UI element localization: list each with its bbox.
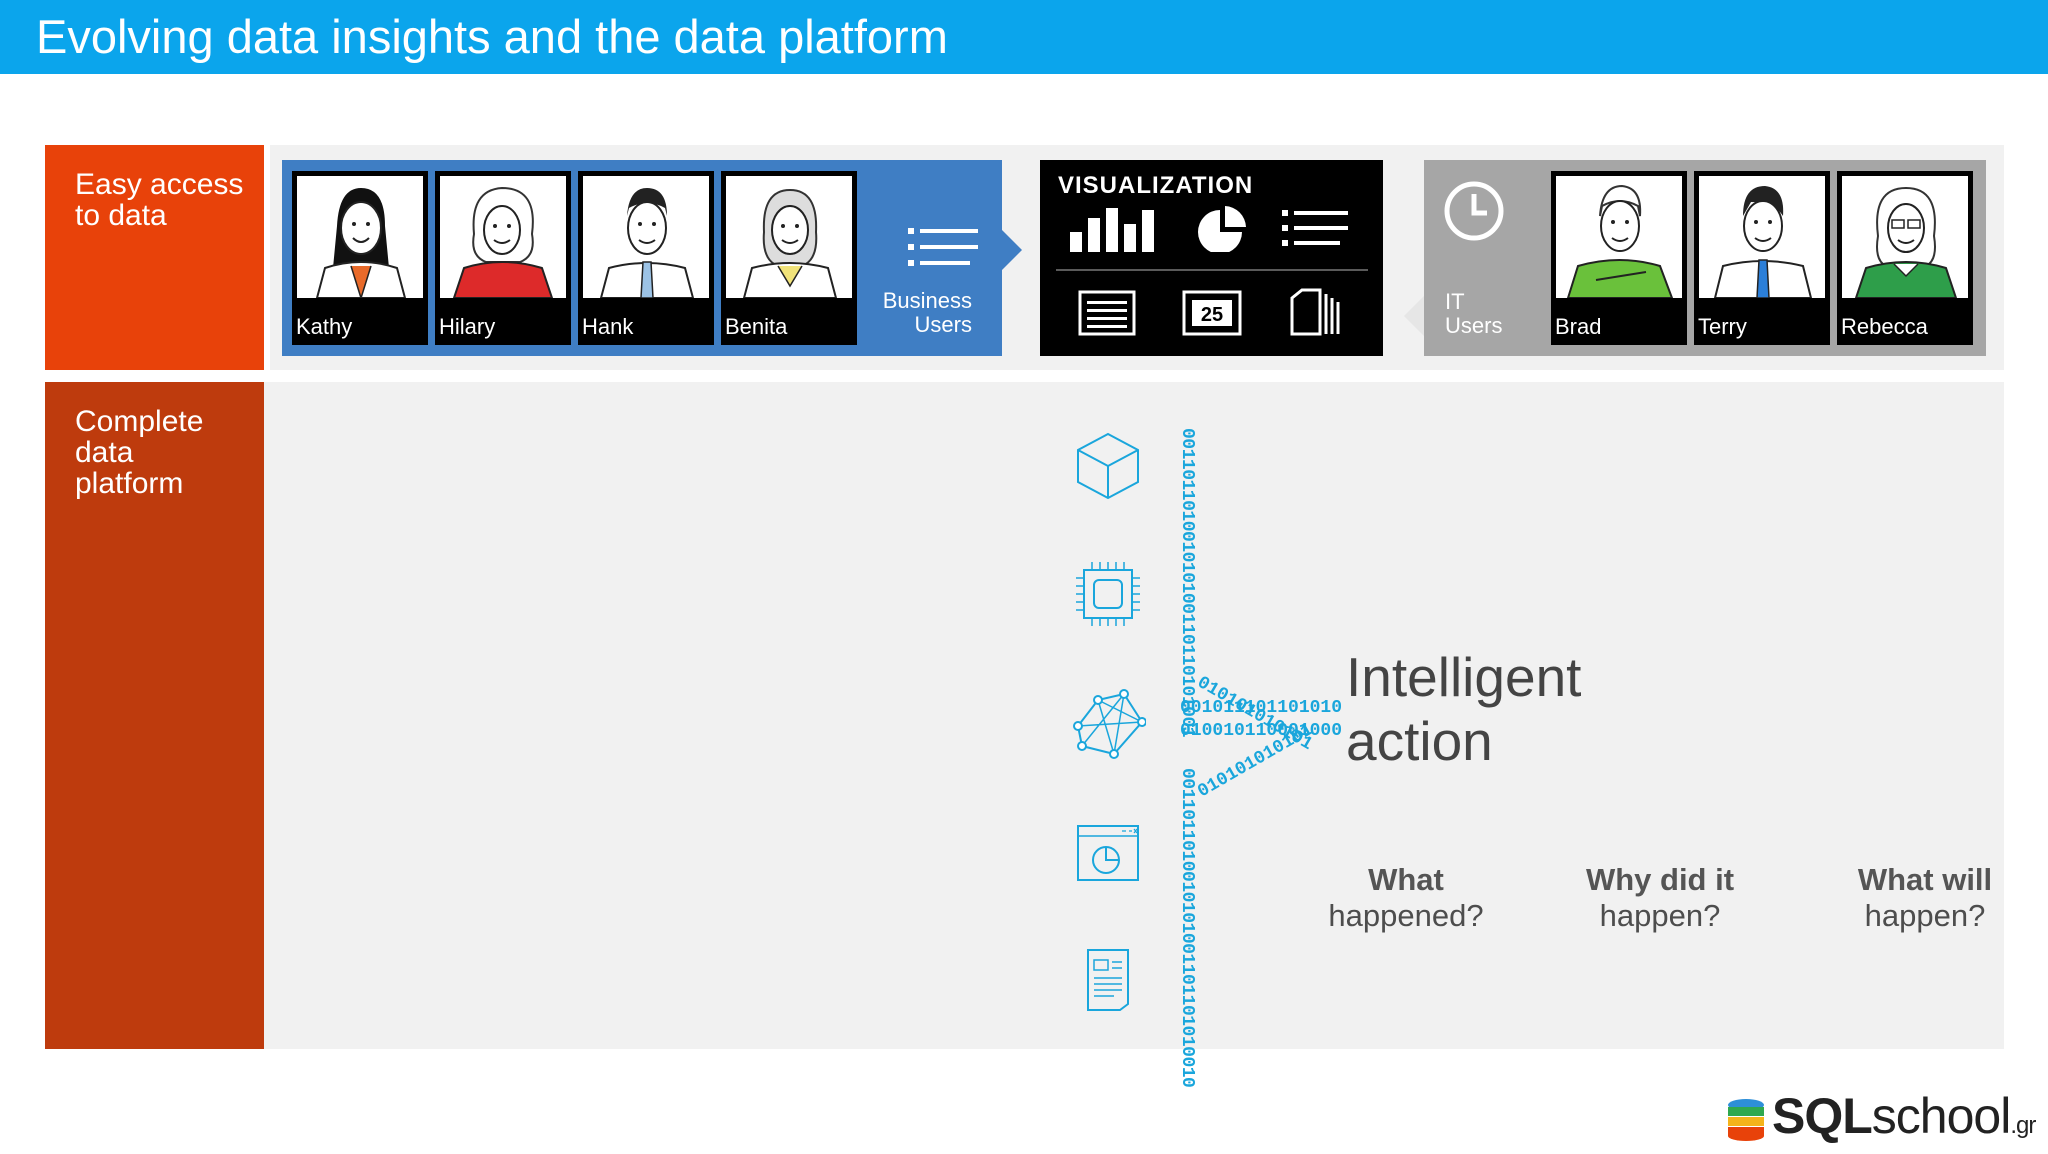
- business-users-label-line2: Users: [914, 312, 972, 337]
- rebecca-portrait: [1842, 176, 1968, 298]
- intelligent-action-heading: Intelligent action: [1346, 645, 1581, 773]
- business-users-panel: Kathy Hilary Hank: [282, 160, 1002, 356]
- chip-icon: [1076, 562, 1140, 626]
- person-name: Hilary: [439, 314, 496, 339]
- person-card-benita: Benita: [721, 171, 857, 345]
- business-users-label-line1: Business: [882, 288, 972, 313]
- logo-bold: SQL: [1772, 1088, 1873, 1144]
- intelligent-action-line1: Intelligent: [1346, 646, 1582, 708]
- person-card-rebecca: Rebecca: [1837, 171, 1973, 345]
- question-line1: Why did it: [1585, 862, 1735, 897]
- person-card-hank: Hank: [578, 171, 714, 345]
- section-complete-platform-label: Complete data platform: [75, 405, 204, 500]
- intelligent-action-line2: action: [1346, 710, 1493, 772]
- it-users-label-line2: Users: [1445, 313, 1503, 338]
- person-name: Kathy: [296, 314, 353, 339]
- question-line2: happen?: [1864, 898, 1986, 933]
- person-card-kathy: Kathy: [292, 171, 428, 345]
- binary-stream-row-2: 001011101101010: [1180, 698, 1343, 718]
- person-name: Rebecca: [1841, 314, 1928, 339]
- bar-chart-icon: [1070, 208, 1154, 252]
- question-why-did-it-happen: Why did it happen?: [1560, 862, 1760, 934]
- app-window-chart-icon: [1077, 825, 1139, 881]
- terry-portrait: [1699, 176, 1825, 298]
- report-document-icon: [1087, 949, 1129, 1011]
- calendar-number: 25: [1201, 304, 1223, 326]
- it-users-label: IT Users: [1445, 290, 1502, 338]
- person-name: Benita: [725, 314, 788, 339]
- cube-icon: [1077, 432, 1139, 500]
- sqlschool-logo: SQLschool.gr: [1772, 1088, 2036, 1154]
- arrow-right-icon: [1002, 230, 1022, 270]
- it-users-label-line1: IT: [1445, 289, 1465, 314]
- section-complete-platform: Complete data platform: [45, 382, 264, 1049]
- section-easy-access-label: Easy access to data: [75, 168, 244, 232]
- kathy-portrait: [297, 176, 423, 298]
- list-icon: [1282, 210, 1348, 246]
- list-icon: [908, 228, 978, 266]
- benita-portrait: [726, 176, 852, 298]
- pie-chart-icon: [1198, 206, 1246, 252]
- person-name: Terry: [1698, 314, 1747, 339]
- question-line1: What: [1368, 862, 1444, 897]
- question-what-will-happen: What will happen?: [1820, 862, 2030, 934]
- person-card-hilary: Hilary: [435, 171, 571, 345]
- section-easy-access: Easy access to data: [45, 145, 264, 370]
- business-users-label: Business Users: [860, 289, 972, 337]
- question-line2: happened?: [1328, 898, 1484, 933]
- clock-icon: [1444, 181, 1504, 241]
- person-name: Brad: [1555, 314, 1602, 339]
- question-line1: What will: [1857, 862, 1993, 897]
- slide-title: Evolving data insights and the data plat…: [36, 10, 948, 63]
- calendar-icon: 25: [1182, 290, 1242, 336]
- person-name: Hank: [582, 314, 634, 339]
- it-users-panel: Brad Terry Rebe: [1424, 160, 1986, 356]
- binary-stream-row-3: 010010110001000: [1180, 721, 1343, 741]
- person-card-terry: Terry: [1694, 171, 1830, 345]
- sqlschool-logo-icon: [1728, 1099, 1764, 1141]
- hank-portrait: [583, 176, 709, 298]
- title-bar: [0, 0, 2048, 74]
- logo-tld: .gr: [2010, 1112, 2036, 1139]
- bottom-panel: [264, 382, 2004, 1049]
- logo-light: school: [1871, 1088, 2012, 1144]
- brad-portrait: [1556, 176, 1682, 298]
- arrow-left-icon: [1404, 296, 1424, 336]
- visualization-title: VISUALIZATION: [1058, 172, 1254, 199]
- documents-stack-icon: [1290, 288, 1340, 336]
- visualization-divider: [1056, 269, 1368, 271]
- hilary-portrait: [440, 176, 566, 298]
- question-what-happened: What happened?: [1310, 862, 1502, 934]
- binary-stream-vertical-bottom: 0011011010010101001101101010010: [1177, 768, 1197, 1088]
- person-card-brad: Brad: [1551, 171, 1687, 345]
- question-line2: happen?: [1599, 898, 1721, 933]
- document-list-icon: [1078, 290, 1136, 336]
- network-icon: [1073, 689, 1146, 759]
